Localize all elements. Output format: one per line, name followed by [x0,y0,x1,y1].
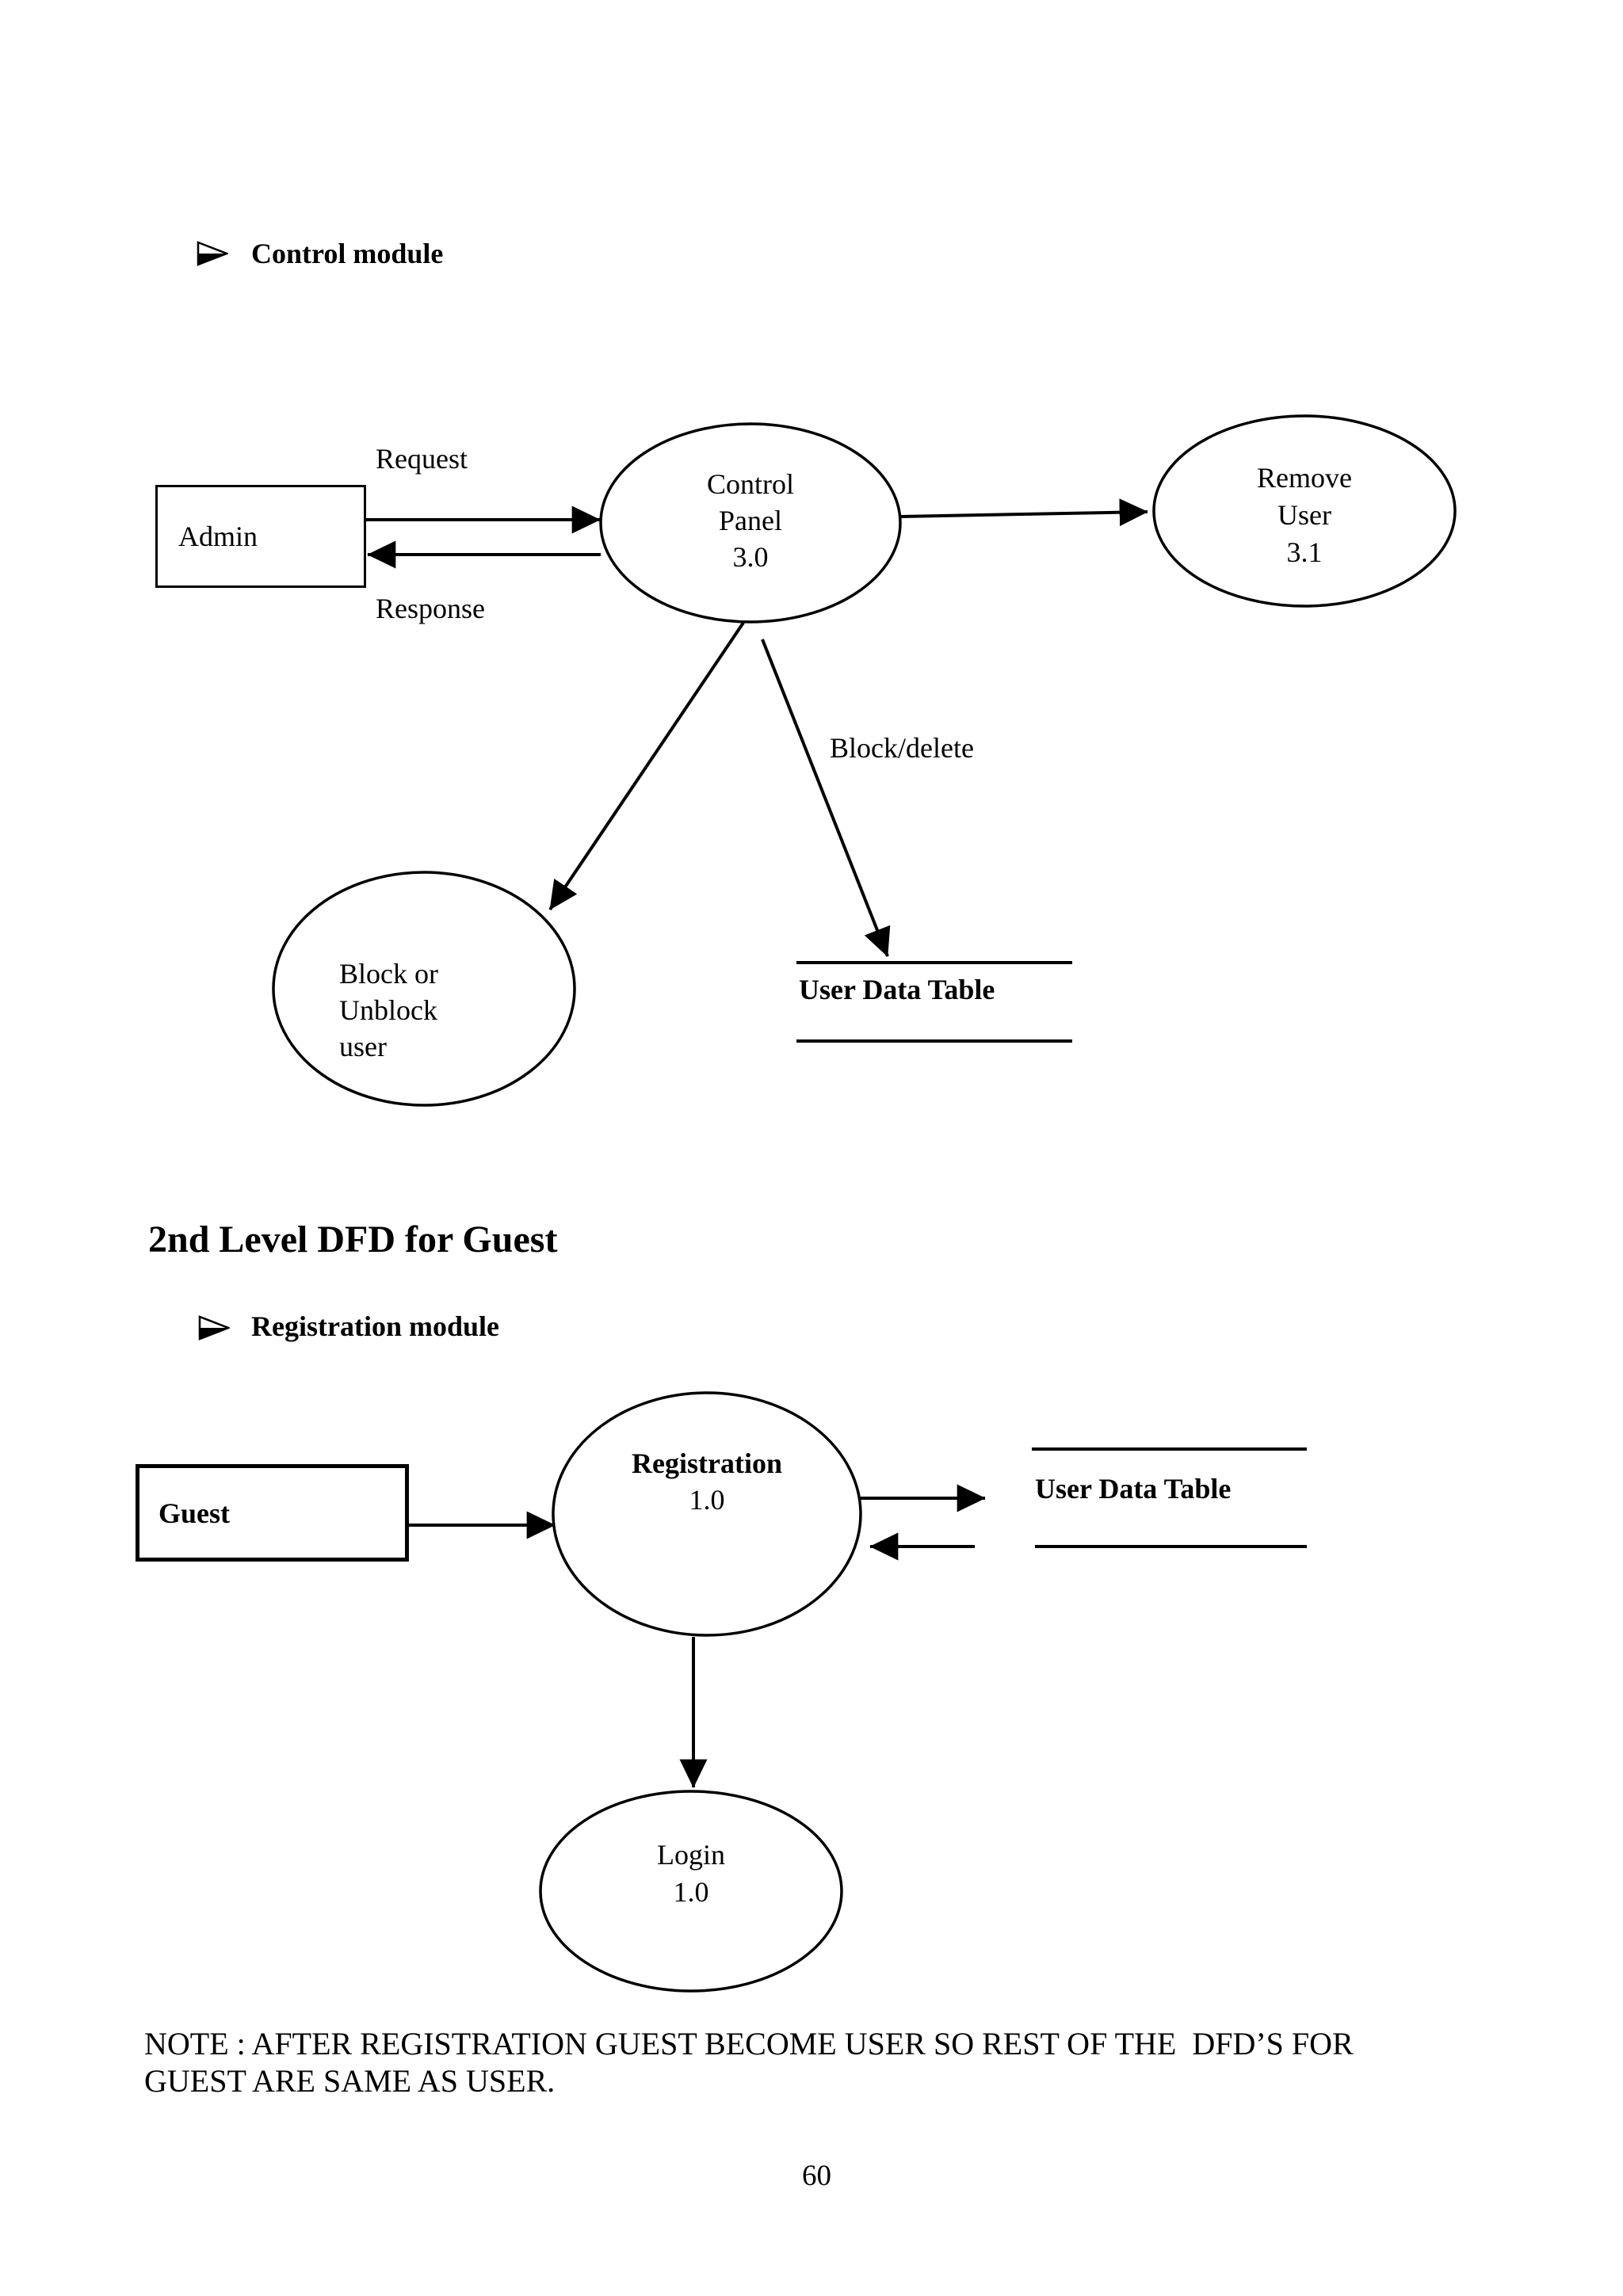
control-to-block-unblock-arrow [548,621,745,911]
registration-process-label: Registration 1.0 [588,1445,826,1518]
remove-user-line1: Remove [1257,462,1352,494]
remove-user-line3: 3.1 [1286,536,1323,568]
control-panel-line3: 3.0 [732,541,769,573]
arrow-bullet-icon [198,1315,230,1341]
remove-user-line2: User [1277,499,1331,531]
response-flow-label: Response [376,593,485,624]
block-unblock-line3: user [339,1031,387,1062]
page-number: 60 [802,2160,831,2192]
registration-line1: Registration [632,1447,782,1479]
remove-user-process-label: Remove User 3.1 [1186,460,1423,571]
control-panel-line1: Control [706,468,794,500]
login-line1: Login [657,1839,725,1871]
admin-entity-box: Admin [155,485,366,588]
block-delete-flow-label: Block/delete [830,732,974,764]
block-unblock-process-label: Block or Unblock user [339,955,438,1065]
block-unblock-line2: Unblock [339,994,437,1026]
arrow-bullet-icon [197,241,228,266]
note-text-line1: NOTE : AFTER REGISTRATION GUEST BECOME U… [144,2026,1354,2061]
block-unblock-line1: Block or [339,958,438,990]
guest-entity-box: Guest [136,1464,409,1562]
control-panel-line2: Panel [719,505,782,536]
login-process-label: Login 1.0 [572,1836,810,1911]
guest-dfd-heading: 2nd Level DFD for Guest [148,1219,558,1261]
registration-module-title: Registration module [251,1310,499,1342]
control-module-title: Control module [251,238,444,269]
login-line2: 1.0 [673,1876,709,1908]
control-panel-process-label: Control Panel 3.0 [632,466,869,575]
user-data-table1-label: User Data Table [799,974,995,1005]
admin-entity-label: Admin [178,521,258,552]
login-process-ellipse [539,1790,843,1993]
user-data-table2-label: User Data Table [1035,1473,1232,1505]
block-unblock-process-ellipse [272,871,576,1107]
control-to-remove-user-arrow [899,498,1148,527]
registration-line2: 1.0 [689,1484,725,1516]
block-delete-arrow [761,639,891,957]
request-flow-label: Request [376,443,468,475]
control-panel-process-ellipse [599,422,902,624]
note-text-line2: GUEST ARE SAME AS USER. [144,2063,556,2099]
remove-user-process-ellipse [1152,414,1457,608]
guest-entity-label: Guest [158,1497,230,1529]
